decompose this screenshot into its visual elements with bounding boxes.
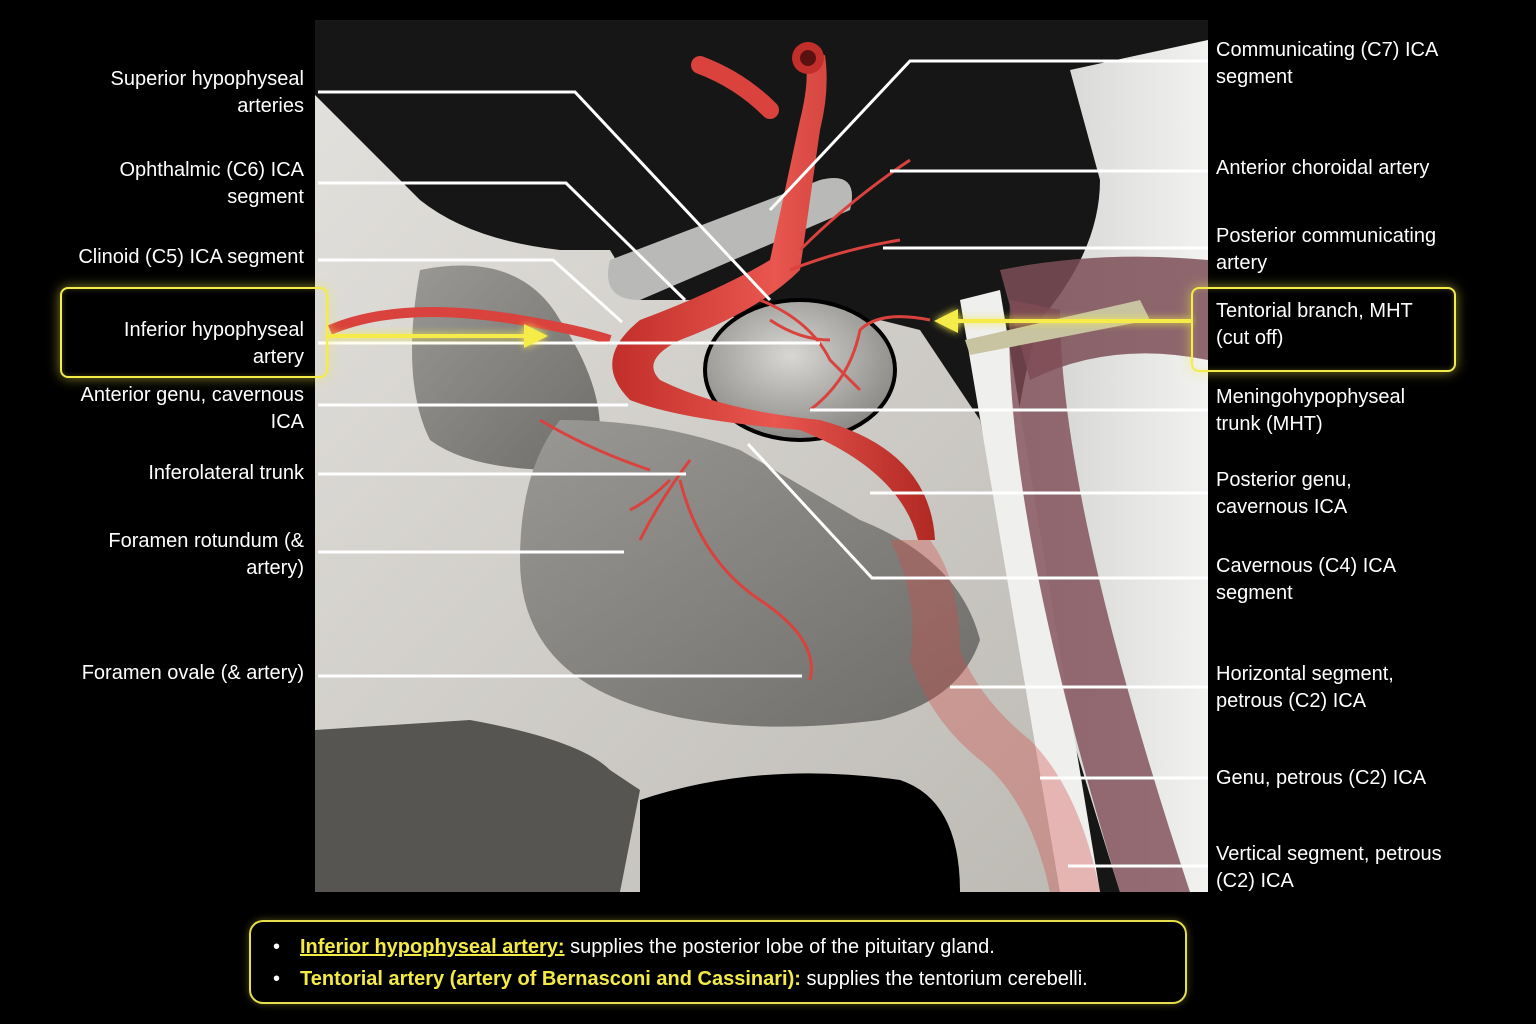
label-inferior-hypophyseal-artery: Inferior hypophyseal artery <box>123 319 304 368</box>
label-posterior-communicating-artery: Posterior communicating artery <box>1216 225 1437 274</box>
label-horizontal-petrous-c2: Horizontal segment, petrous (C2) ICA <box>1216 663 1394 712</box>
label-tentorial-branch-mht: Tentorial branch, MHT (cut off) <box>1216 300 1413 349</box>
label-clinoid-c5-segment: Clinoid (C5) ICA segment <box>78 246 304 268</box>
inferior-hypophyseal-highlight-box <box>60 287 328 378</box>
bullet-icon: • <box>273 968 281 990</box>
summary-item: • Tentorial artery (artery of Bernasconi … <box>273 968 1088 991</box>
summary-term: Inferior hypophyseal artery: <box>300 936 565 958</box>
label-ophthalmic-c6-segment: Ophthalmic (C6) ICA segment <box>119 159 305 208</box>
label-genu-petrous-c2: Genu, petrous (C2) ICA <box>1216 767 1427 789</box>
label-foramen-ovale: Foramen ovale (& artery) <box>81 662 304 684</box>
label-meningohypophyseal-trunk: Meningohypophyseal trunk (MHT) <box>1216 386 1406 435</box>
summary-item: • Inferior hypophyseal artery: supplies t… <box>273 936 995 959</box>
label-cavernous-c4-segment: Cavernous (C4) ICA segment <box>1216 555 1397 604</box>
bullet-icon: • <box>273 936 281 958</box>
summary-text: supplies the posterior lobe of the pitui… <box>564 936 995 958</box>
label-anterior-choroidal-artery: Anterior choroidal artery <box>1216 157 1430 179</box>
label-superior-hypophyseal-arteries: Superior hypophyseal arteries <box>110 68 304 117</box>
label-anterior-genu-cavernous: Anterior genu, cavernous ICA <box>80 384 304 433</box>
summary-text: supplies the tentorium cerebelli. <box>800 968 1088 990</box>
summary-term: Tentorial artery (artery of Bernasconi a… <box>300 968 801 990</box>
label-foramen-rotundum: Foramen rotundum (& artery) <box>108 530 304 579</box>
tentorial-branch-highlight-box <box>1191 287 1456 372</box>
summary-box: • Inferior hypophyseal artery: supplies t… <box>249 920 1187 1004</box>
label-inferolateral-trunk: Inferolateral trunk <box>148 462 304 484</box>
label-vertical-petrous-c2: Vertical segment, petrous (C2) ICA <box>1216 843 1442 892</box>
label-posterior-genu-cavernous: Posterior genu, cavernous ICA <box>1216 469 1352 518</box>
label-communicating-c7-segment: Communicating (C7) ICA segment <box>1216 39 1439 88</box>
